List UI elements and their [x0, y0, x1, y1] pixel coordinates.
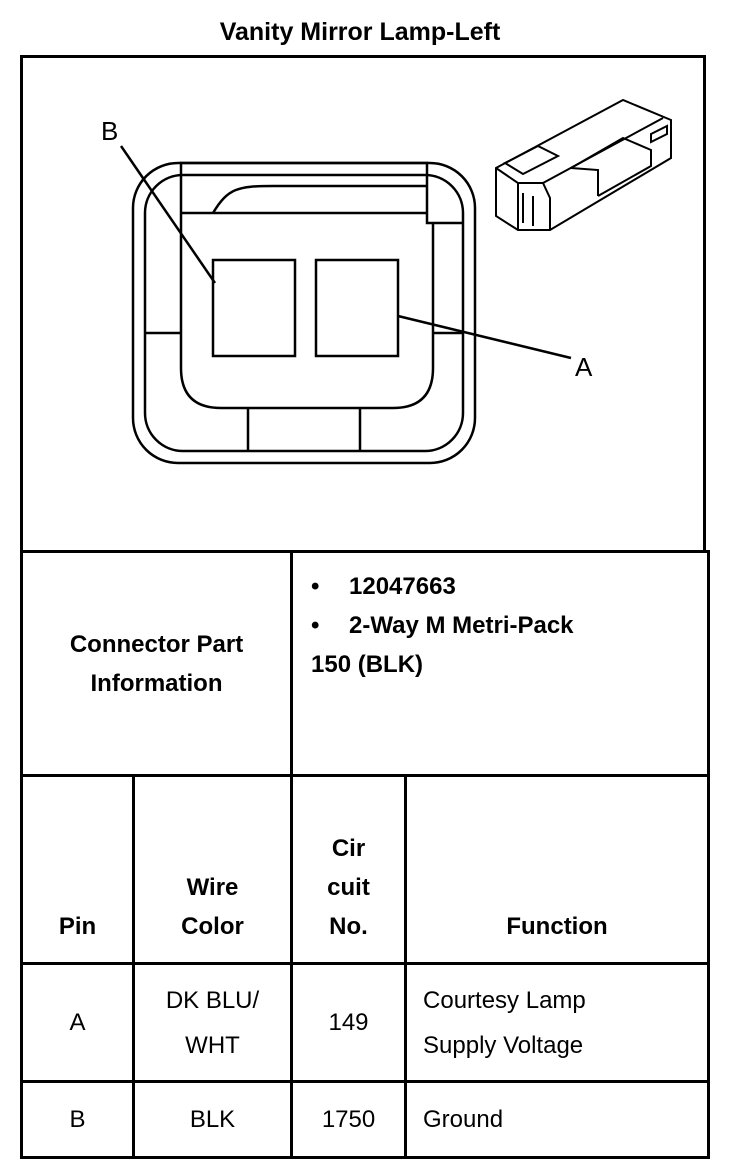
terminal-cavity-a — [314, 258, 400, 358]
table-row: B BLK 1750 Ground — [20, 1080, 711, 1159]
connector-face-drawing: B A — [101, 98, 672, 465]
part-desc-cont: 150 (BLK) — [311, 651, 424, 678]
callout-b: B — [101, 116, 118, 146]
connector-top-tab — [179, 161, 429, 213]
part-number: 12047663 — [349, 573, 456, 600]
function-cell: Courtesy Lamp Supply Voltage — [404, 962, 711, 1083]
connector-inner-shell — [143, 173, 465, 453]
page-title: Vanity Mirror Lamp-Left — [219, 18, 501, 46]
header-line: No. — [329, 913, 368, 940]
bullet: • — [311, 612, 320, 639]
function-cell: Ground — [404, 1080, 711, 1159]
header-wire-color: Wire Color — [131, 774, 294, 965]
connector-cavity — [179, 213, 435, 410]
callout-a: A — [575, 352, 593, 382]
header-line: Color — [181, 913, 244, 940]
function-line: Supply Voltage — [423, 1031, 584, 1059]
function-line: Courtesy Lamp — [423, 986, 586, 1014]
wire-line: DK BLU/ — [165, 986, 260, 1014]
label-line: Connector Part — [69, 630, 244, 658]
connector-part-label: Connector Part Information — [19, 550, 294, 777]
terminal-cavity-b — [211, 258, 297, 358]
table-row: A DK BLU/ WHT 149 Courtesy Lamp Supply V… — [20, 962, 711, 1083]
header-line: Cir — [331, 835, 366, 862]
header-line: Wire — [186, 874, 239, 901]
header-circuit-no: Cir cuit No. — [290, 774, 408, 965]
part-desc: 2-Way M Metri-Pack — [349, 612, 574, 639]
connector-bottom-latch — [246, 408, 362, 451]
wire-color-cell: DK BLU/ WHT — [131, 962, 294, 1083]
circuit-cell: 149 — [290, 962, 408, 1083]
label-line: Information — [90, 669, 223, 697]
pin-cell: A — [20, 962, 135, 1083]
header-function: Function — [404, 774, 711, 965]
wire-color-cell: BLK — [131, 1080, 294, 1159]
connector-diagram: B A — [20, 55, 706, 552]
connector-table: Connector Part Information • 12047663 • 2-… — [19, 550, 711, 1159]
header-line: cuit — [327, 874, 370, 901]
connector-isometric-icon — [495, 98, 672, 231]
leader-line-a — [397, 314, 572, 360]
bullet: • — [311, 573, 320, 600]
circuit-cell: 1750 — [290, 1080, 408, 1159]
header-pin: Pin — [20, 774, 135, 965]
pin-cell: B — [20, 1080, 135, 1159]
leader-line-b — [119, 145, 217, 284]
wire-line: WHT — [185, 1031, 240, 1059]
part-number-line: • 12047663 — [311, 567, 707, 606]
connector-outer-shell — [131, 161, 477, 465]
connector-part-details: • 12047663 • 2-Way M Metri-Pack 150 (BLK) — [290, 550, 711, 777]
part-desc-line: • 2-Way M Metri-Pack — [311, 606, 707, 645]
